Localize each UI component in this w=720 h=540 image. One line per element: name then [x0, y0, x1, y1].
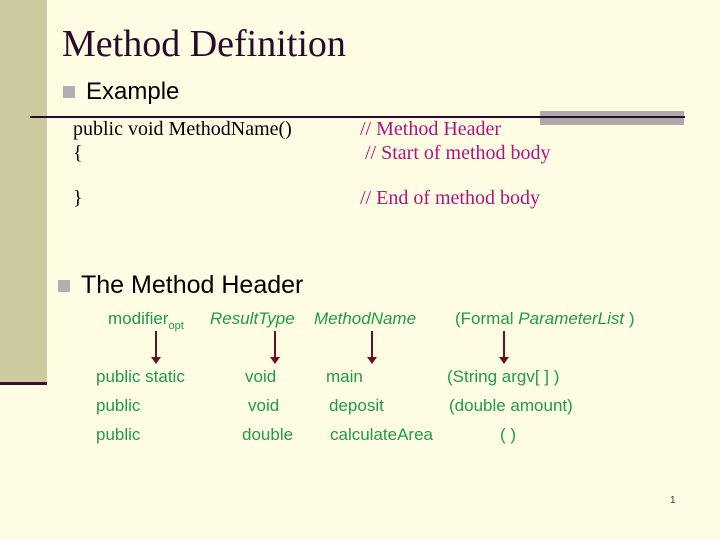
example-1-modifier: public static: [96, 367, 185, 386]
example-3-name: calculateArea: [330, 425, 434, 444]
opt-subscript: opt: [168, 320, 184, 332]
params-open: (Formal: [455, 309, 519, 328]
example-1-params: (String argv[ ] ): [447, 367, 560, 386]
code-line-open-brace: {: [73, 142, 83, 164]
params-close: ): [624, 309, 635, 328]
syntax-method-name: MethodName: [314, 309, 417, 328]
example-1-name: main: [326, 367, 363, 386]
example-2-type: void: [248, 396, 280, 415]
example-2-name: deposit: [329, 396, 384, 415]
page-number: 1: [670, 495, 676, 506]
bullet-label: The Method Header: [81, 271, 304, 299]
title-divider: [30, 116, 685, 118]
comment-end-body: // End of method body: [360, 187, 540, 209]
arrow-down-icon: [270, 331, 280, 364]
example-3-modifier: public: [96, 425, 141, 444]
divider-accent-bar: [540, 111, 684, 125]
comment-method-header: // Method Header: [360, 118, 502, 140]
example-2-params: (double amount): [449, 396, 573, 415]
code-line-close-brace: }: [73, 187, 83, 209]
comment-start-body: // Start of method body: [365, 142, 551, 164]
square-bullet-icon: [63, 86, 75, 98]
example-3-params: ( ): [500, 425, 517, 444]
example-3-type: double: [242, 425, 294, 444]
bullet-example: Example: [63, 78, 179, 106]
params-italic: ParameterList: [518, 309, 625, 328]
bullet-label: Example: [86, 78, 180, 105]
example-2-modifier: public: [96, 396, 141, 415]
bullet-method-header: The Method Header: [58, 271, 303, 300]
code-line-header: public void MethodName(): [73, 118, 292, 140]
syntax-params: (Formal ParameterList ): [455, 309, 635, 329]
example-1-type: void: [245, 367, 277, 386]
slide-title: Method Definition: [62, 23, 346, 65]
arrow-down-icon: [367, 331, 377, 364]
sidebar-decoration: [0, 0, 47, 382]
syntax-result-type: ResultType: [210, 309, 295, 328]
arrow-down-icon: [499, 331, 509, 364]
sidebar-border: [0, 382, 47, 385]
square-bullet-icon: [58, 279, 70, 292]
arrow-down-icon: [151, 331, 161, 364]
modifier-text: modifier: [108, 309, 169, 328]
syntax-modifier: modifieropt: [108, 309, 184, 332]
